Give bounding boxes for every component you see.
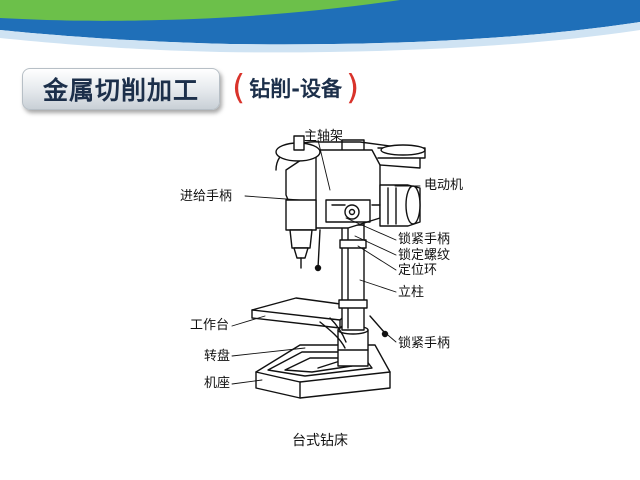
label-worktable: 工作台 (190, 318, 230, 333)
figure-caption: 台式钻床 (292, 433, 348, 449)
label-positioning-ring: 定位环 (398, 263, 438, 278)
subtitle-text: 钻削-设备 (249, 77, 342, 101)
label-spindle-frame: 主轴架 (304, 129, 344, 144)
worktable-drawing (251, 297, 389, 349)
turntable-drawing (337, 325, 369, 367)
header-wave-band (0, 0, 640, 53)
bench-drill-diagram (231, 135, 426, 399)
label-lock-handle-top: 锁紧手柄 (398, 232, 451, 247)
motor-drawing (371, 184, 421, 227)
label-turntable: 转盘 (204, 349, 231, 364)
machine-base-drawing (255, 344, 391, 399)
subtitle-bracket-close: ) (345, 68, 360, 108)
label-lock-thread: 锁定螺纹 (398, 248, 451, 263)
label-column: 立柱 (398, 285, 425, 300)
quill-chuck-drawing (285, 199, 322, 272)
subtitle-bracket-open: ( (232, 68, 246, 108)
slide-subtitle: ( 钻削-设备 ) (232, 68, 359, 108)
label-lock-handle-bottom: 锁紧手柄 (398, 336, 451, 351)
label-feed-handle: 进给手柄 (180, 189, 233, 204)
label-motor: 电动机 (424, 178, 464, 193)
slide-title: 金属切削加工 (42, 76, 199, 105)
label-base: 机座 (204, 376, 231, 391)
slide-title-box: 金属切削加工 (22, 68, 220, 110)
leader-lines (231, 139, 421, 385)
